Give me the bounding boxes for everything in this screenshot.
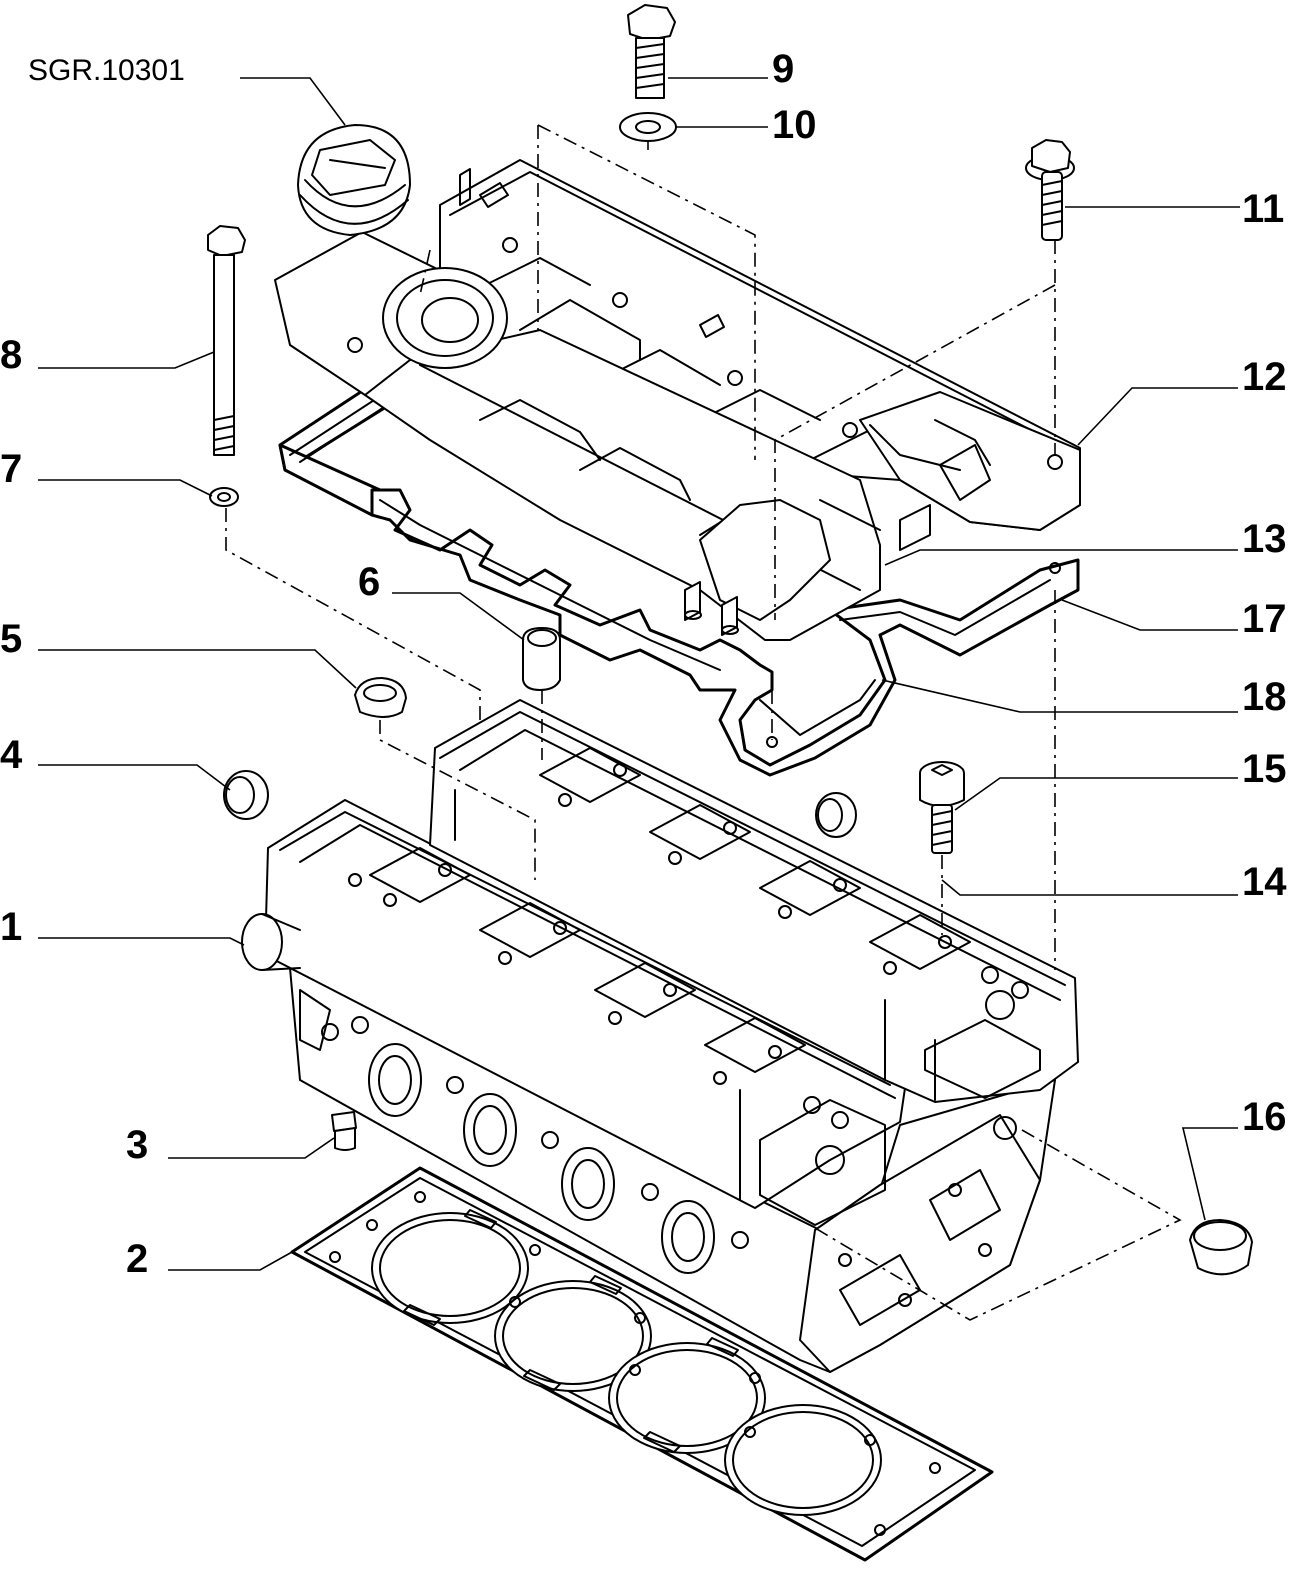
callout-1: 1	[0, 905, 22, 949]
expansion-plug-part	[223, 770, 269, 820]
assembly-lines	[225, 124, 1182, 1321]
callout-16: 16	[1242, 1095, 1287, 1139]
callout-11: 11	[1242, 187, 1284, 231]
bolt-washer-part	[209, 487, 239, 507]
callout-2: 2	[126, 1237, 148, 1281]
callout-17: 17	[1242, 597, 1287, 641]
callout-8: 8	[0, 333, 22, 377]
oil-seal-part	[354, 677, 407, 718]
rear-plug-part	[815, 792, 857, 838]
callout-14: 14	[1242, 860, 1287, 904]
callout-18: 18	[1242, 675, 1287, 719]
sensor-cap-part	[1189, 1219, 1253, 1276]
cover-bolt-part	[627, 4, 676, 99]
oil-filler-cap-part	[297, 124, 411, 236]
callout-6: 6	[358, 560, 380, 604]
head-gasket-part	[290, 1166, 994, 1562]
callout-12: 12	[1242, 355, 1287, 399]
flange-bolt-part	[1025, 139, 1075, 241]
callout-10: 10	[772, 103, 817, 147]
callout-9: 9	[772, 47, 794, 91]
socket-screw-part	[919, 761, 965, 854]
reference-code: SGR.10301	[28, 54, 185, 87]
callout-labels: SGR.10301 9 10 11 12 13 17 18 15 14 16 8…	[0, 47, 1287, 1281]
head-bolt-part	[207, 225, 246, 456]
washer-part	[619, 112, 677, 142]
drain-plug-part	[331, 1111, 357, 1151]
callout-5: 5	[0, 617, 22, 661]
callout-3: 3	[126, 1123, 148, 1167]
callout-15: 15	[1242, 747, 1287, 791]
callout-13: 13	[1242, 517, 1287, 561]
rocker-cover-part	[274, 159, 1081, 641]
cylinder-head-part	[241, 699, 1079, 1373]
tappet-part	[522, 627, 561, 691]
leader-lines	[38, 77, 1240, 1271]
callout-7: 7	[0, 447, 22, 491]
callout-4: 4	[0, 733, 23, 777]
